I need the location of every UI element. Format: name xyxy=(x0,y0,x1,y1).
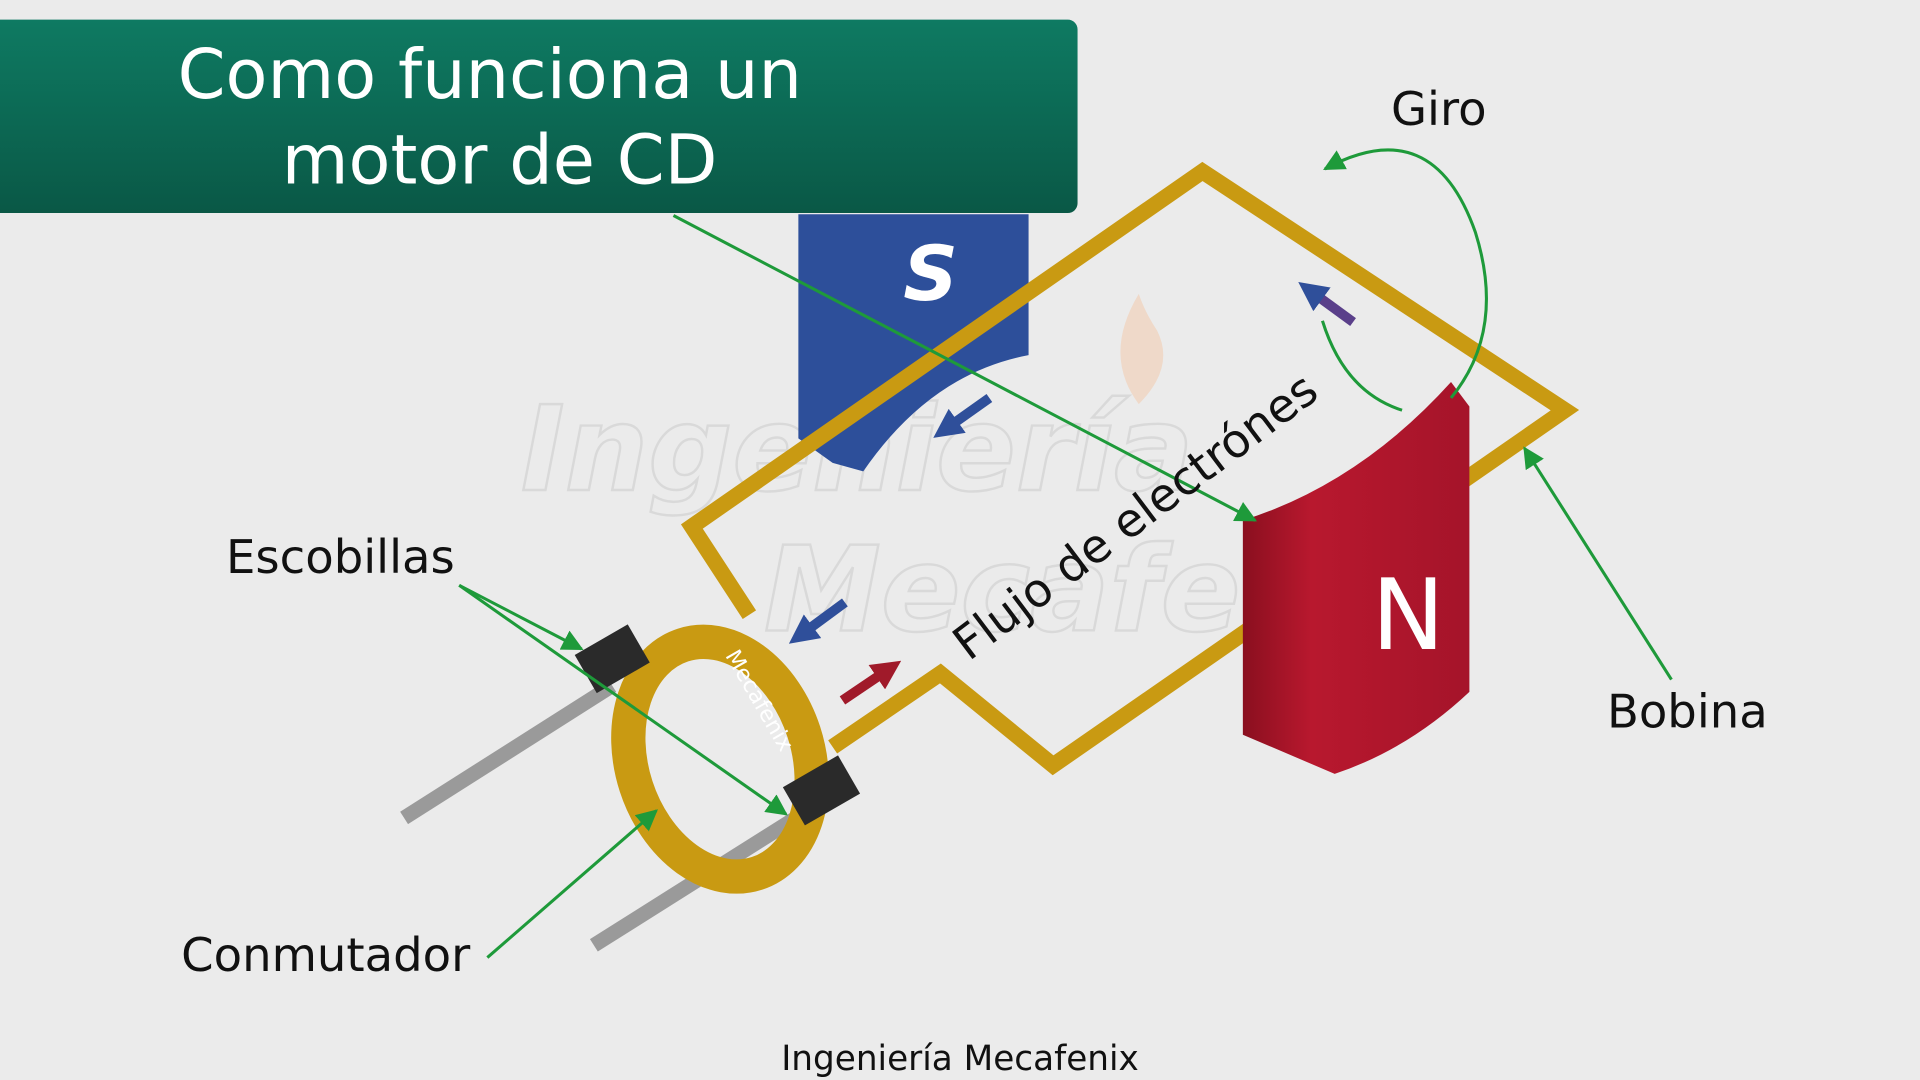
rod-top xyxy=(400,679,617,825)
footer-credit: Ingeniería Mecafenix xyxy=(781,1039,1139,1079)
flame-logo-icon xyxy=(1120,293,1164,405)
coil xyxy=(680,161,1580,776)
rotation-arrow-icon xyxy=(1323,148,1488,399)
pointer-lines xyxy=(458,148,1673,959)
label-giro: Giro xyxy=(1391,82,1487,136)
title-banner: Como funciona un motor de CD xyxy=(0,19,1078,214)
title-line1: Como funciona un xyxy=(178,35,802,115)
label-escobillas: Escobillas xyxy=(226,530,455,584)
electron-arrow-icon xyxy=(933,393,993,438)
brush-top xyxy=(574,624,650,694)
title-line2: motor de CD xyxy=(282,121,718,201)
brush-bottom xyxy=(782,755,861,826)
current-arrow-icon xyxy=(839,660,902,705)
current-arrow-icon xyxy=(1298,282,1356,326)
electron-arrow-icon xyxy=(788,598,848,644)
north-pole-label: N xyxy=(1372,559,1445,673)
north-magnet: N xyxy=(1242,382,1470,774)
label-conmutador: Conmutador xyxy=(181,928,471,982)
south-pole-label: S xyxy=(903,230,958,318)
label-bobina: Bobina xyxy=(1607,684,1768,738)
